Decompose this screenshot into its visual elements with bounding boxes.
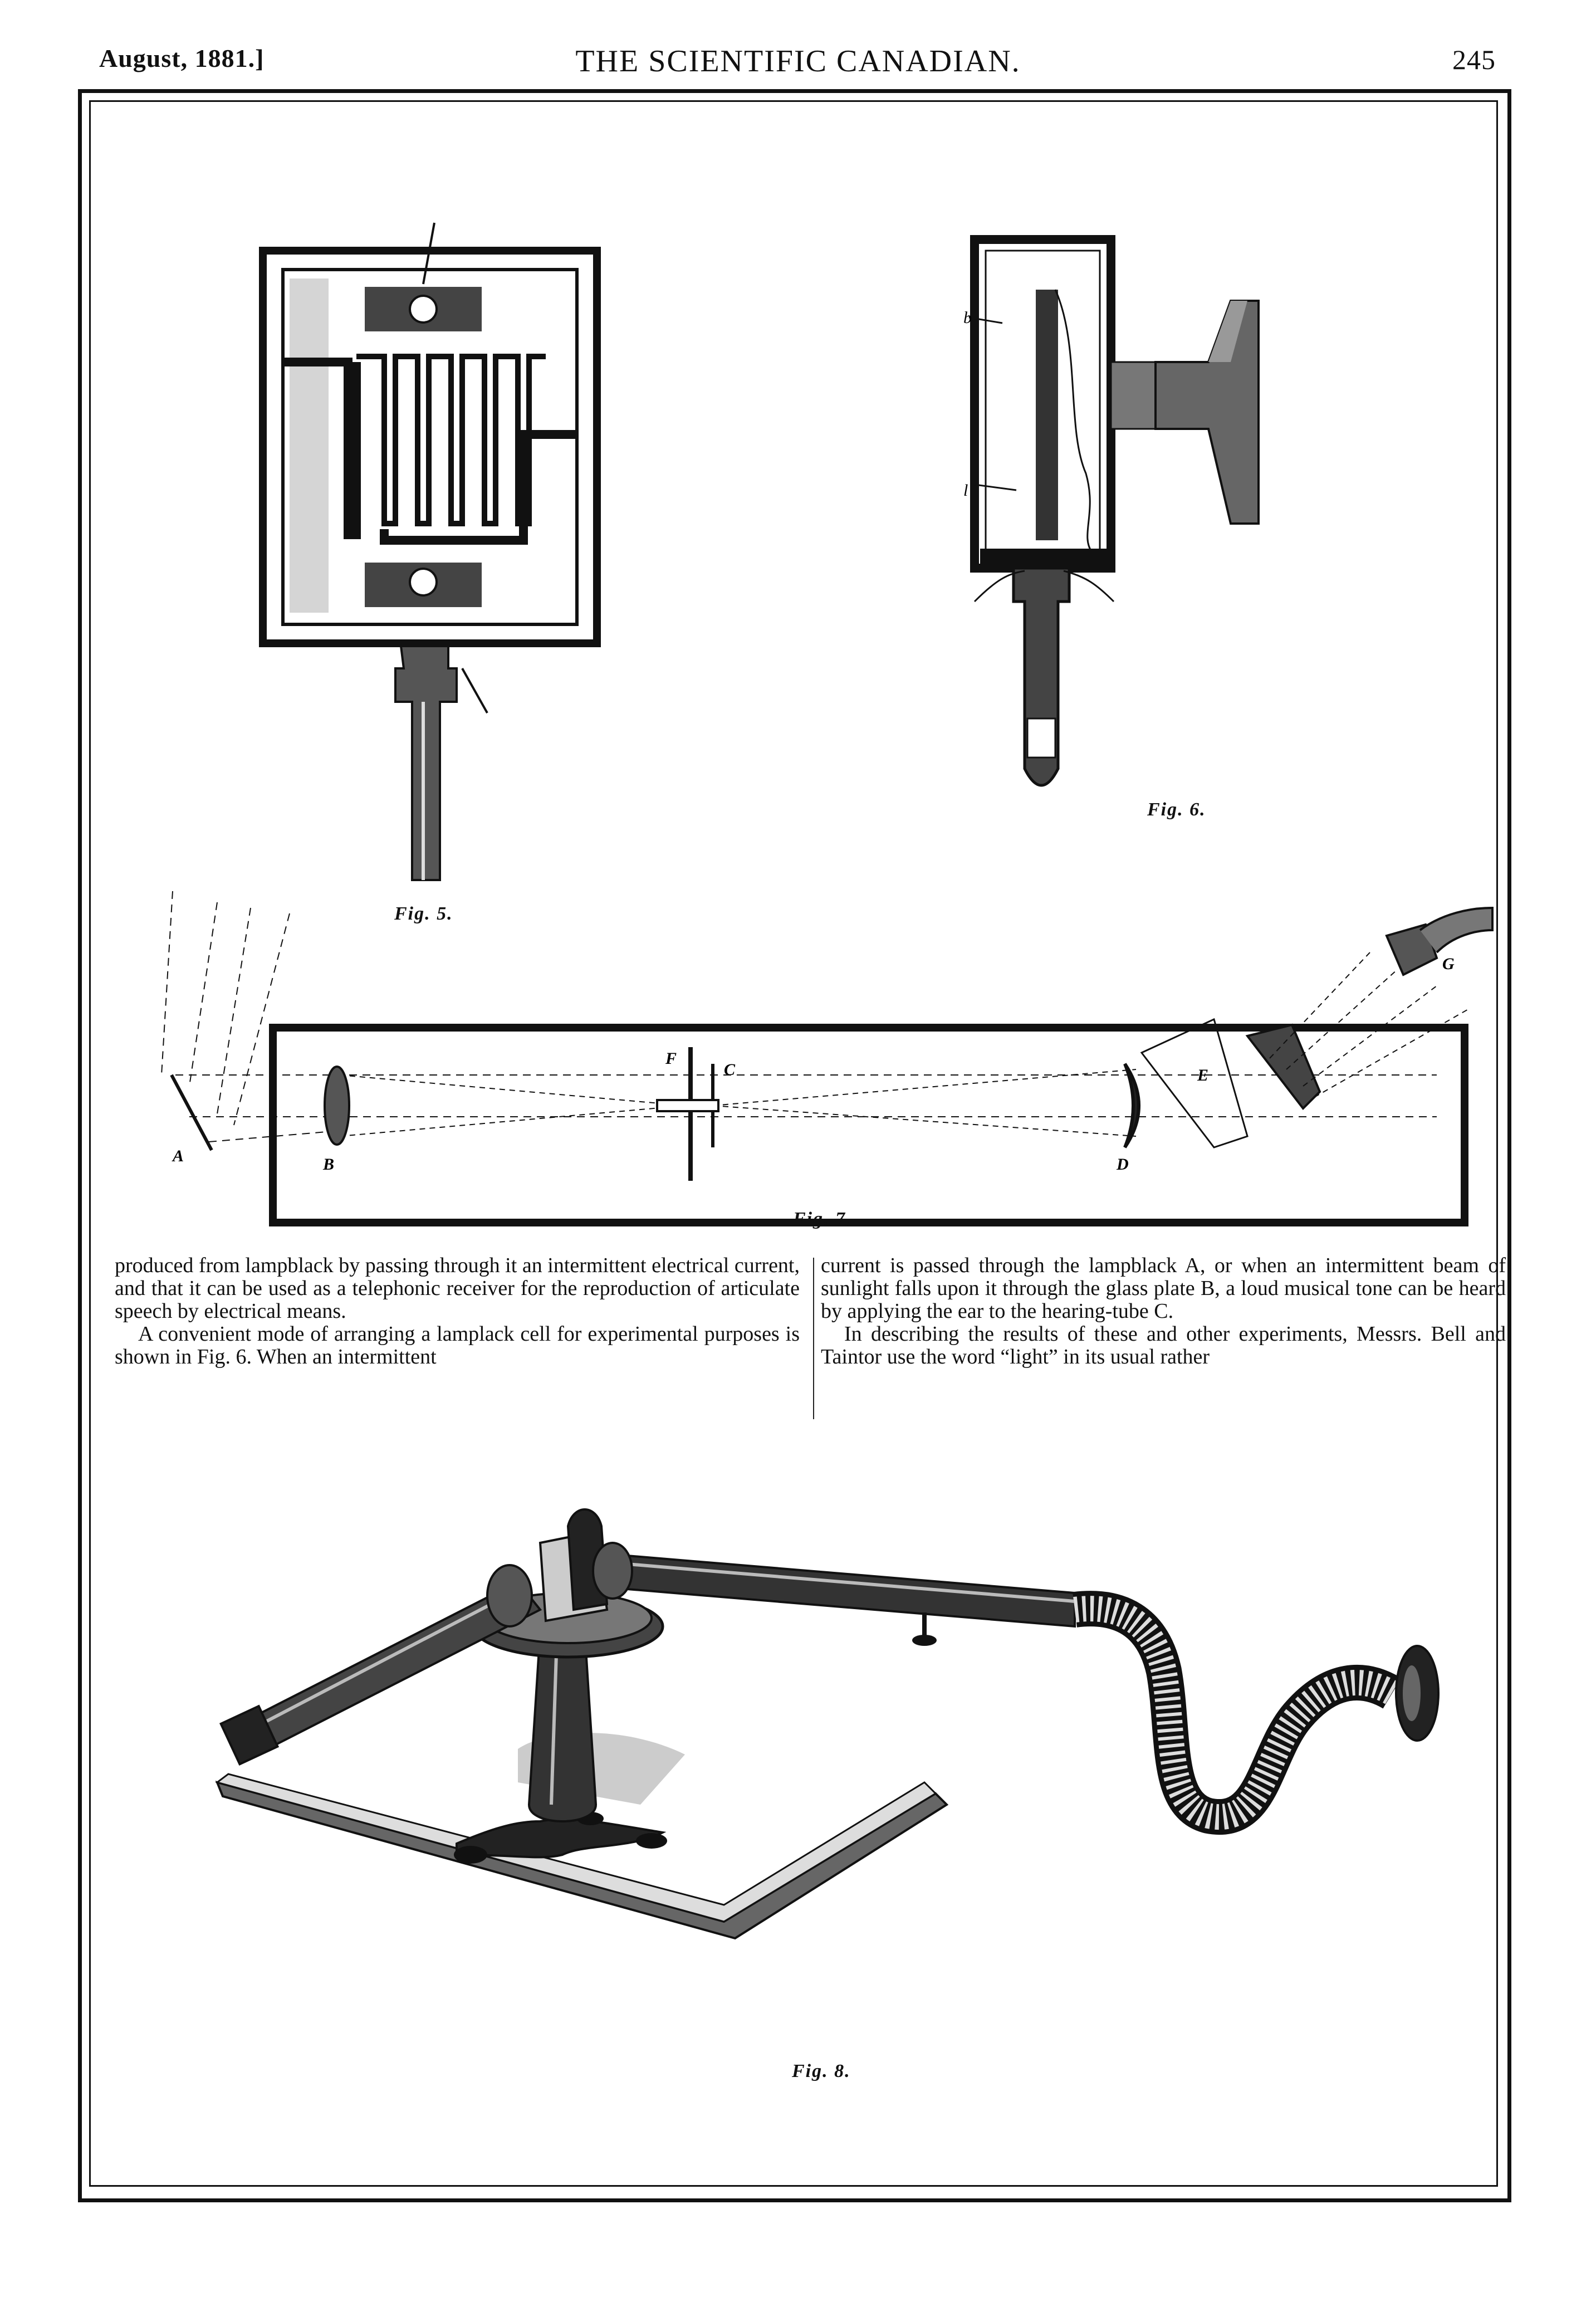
right-paragraph-2: In describing the results of these and o…	[821, 1322, 1506, 1369]
left-paragraph-2: A convenient mode of arranging a lamplac…	[115, 1322, 800, 1369]
fig7-label-A: A	[172, 1147, 184, 1165]
fig7-label-E: E	[1197, 1066, 1208, 1084]
fig7-label-D: D	[1116, 1155, 1129, 1174]
page-frame-inner	[89, 100, 1498, 2187]
fig6-label-b: b	[963, 309, 972, 327]
header-title: THE SCIENTIFIC CANADIAN.	[575, 44, 1021, 79]
figure-7-caption: Fig. 7.	[793, 1209, 852, 1229]
fig7-label-G: G	[1442, 955, 1455, 973]
fig7-label-F: F	[665, 1049, 677, 1068]
figure-5-illustration	[259, 222, 601, 881]
figure-6-illustration: b l	[963, 235, 1260, 787]
left-paragraph-1: produced from lampblack by passing throu…	[115, 1254, 800, 1323]
column-divider	[813, 1258, 814, 1419]
article-left-column: produced from lampblack by passing throu…	[115, 1254, 800, 1369]
figure-8-illustration	[215, 1508, 1440, 1940]
header-date: August, 1881.]	[99, 44, 265, 72]
article-right-column: current is passed through the lampblack …	[821, 1254, 1506, 1369]
fig7-label-B: B	[322, 1155, 334, 1174]
page-frame-outer	[78, 89, 1511, 2202]
right-paragraph-1: current is passed through the lampblack …	[821, 1254, 1506, 1323]
figure-7-illustration: A B F C E D G	[161, 891, 1494, 1226]
fig7-label-C: C	[724, 1060, 736, 1079]
figure-5-caption: Fig. 5.	[394, 903, 453, 924]
fig6-label-l: l	[963, 481, 968, 500]
figure-6-caption: Fig. 6.	[1147, 799, 1206, 820]
figure-8-caption: Fig. 8.	[792, 2061, 851, 2081]
page-number: 245	[1452, 44, 1496, 75]
